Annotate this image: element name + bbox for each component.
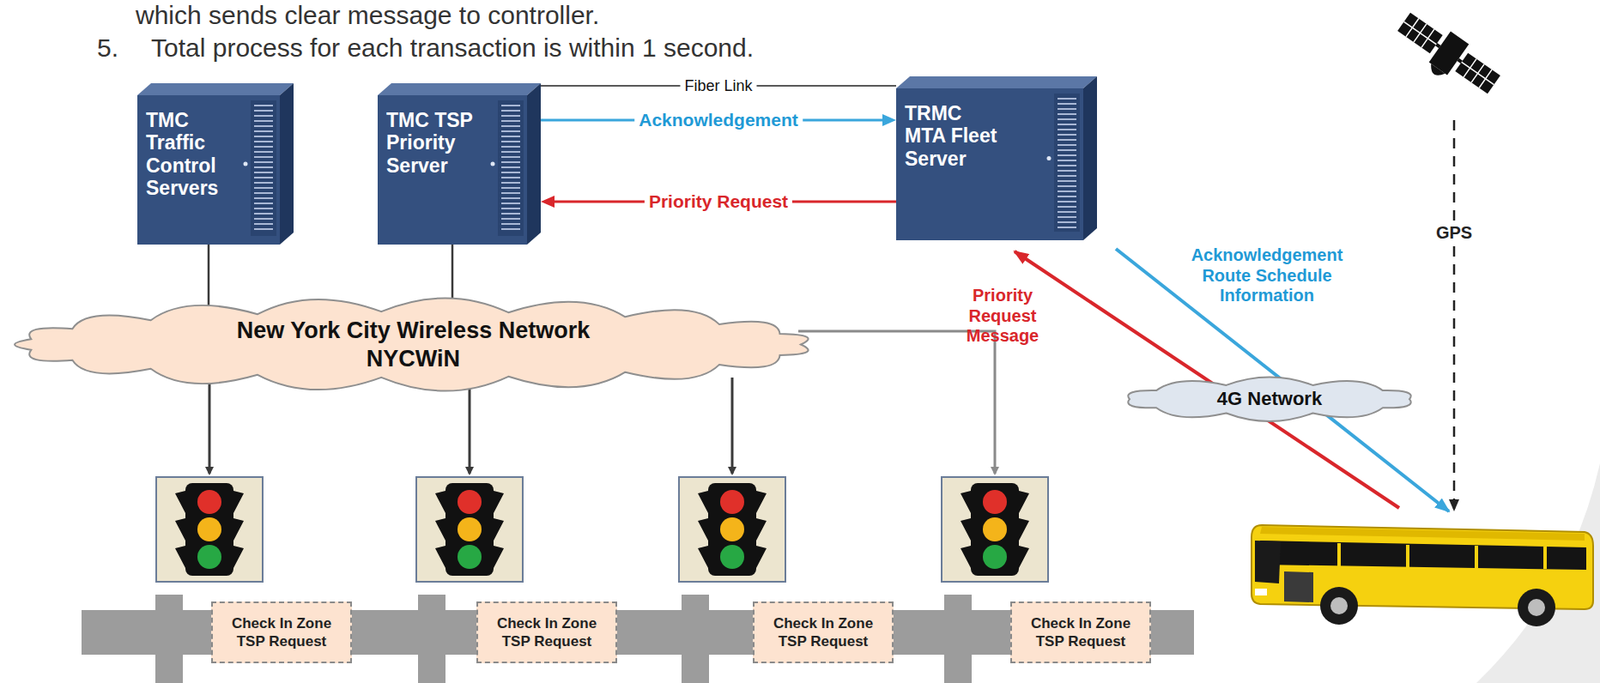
node-text: Check In Zone TSP Request (221, 614, 342, 652)
network-cloud: 4G Network (1120, 375, 1419, 424)
server-node: TMC Traffic Control Servers (137, 83, 294, 245)
gps-label: GPS (1432, 221, 1476, 246)
crossing-bar (681, 594, 710, 683)
node-text: 4G Network (1183, 387, 1356, 411)
traffic-light (416, 477, 523, 582)
message-label: Priority Request Message (955, 285, 1050, 347)
satellite (1388, 6, 1505, 106)
arrow-head (882, 114, 897, 127)
arrow-head (540, 195, 555, 208)
node-text: New York City Wireless Network NYCWiN (190, 316, 637, 373)
check-in-zone: Check In Zone TSP Request (211, 601, 352, 664)
node-text: TMC Traffic Control Servers (145, 109, 243, 200)
server-node: TRMC MTA Fleet Server (896, 76, 1097, 241)
connector-label: Acknowledgement (634, 109, 803, 131)
crossing-bar (944, 594, 972, 683)
bus (1251, 525, 1594, 627)
traffic-light (156, 477, 263, 582)
note-text: which sends clear message to controller. (135, 0, 600, 31)
cloud-shape (10, 296, 817, 394)
gps-signal (1453, 120, 1456, 510)
crossing-bar (155, 594, 183, 683)
traffic-light (941, 477, 1049, 582)
road-crossings (155, 594, 972, 683)
priority-request-line (1014, 251, 1400, 509)
note-text: Total process for each transaction is wi… (151, 32, 754, 63)
traffic-lights (156, 477, 1049, 582)
connector-label: Fiber Link (679, 77, 757, 96)
server-node: TMC TSP Priority Server (377, 83, 541, 245)
crossing-bar (418, 594, 446, 683)
node-text: Check In Zone TSP Request (486, 614, 607, 652)
check-in-zone: Check In Zone TSP Request (1010, 601, 1152, 664)
node-text: TMC TSP Priority Server (386, 109, 483, 177)
node-text: Check In Zone TSP Request (763, 614, 884, 652)
list-number: 5. (96, 32, 119, 63)
check-in-zone: Check In Zone TSP Request (476, 601, 618, 664)
node-text: Check In Zone TSP Request (1020, 614, 1141, 652)
connector-label: Priority Request (644, 191, 793, 213)
check-in-zone: Check In Zone TSP Request (752, 601, 894, 664)
node-text: TRMC MTA Fleet Server (904, 102, 1001, 170)
message-label: Acknowledgement Route Schedule Informati… (1181, 245, 1353, 307)
traffic-light (678, 477, 786, 582)
network-cloud: New York City Wireless Network NYCWiN (10, 296, 817, 394)
